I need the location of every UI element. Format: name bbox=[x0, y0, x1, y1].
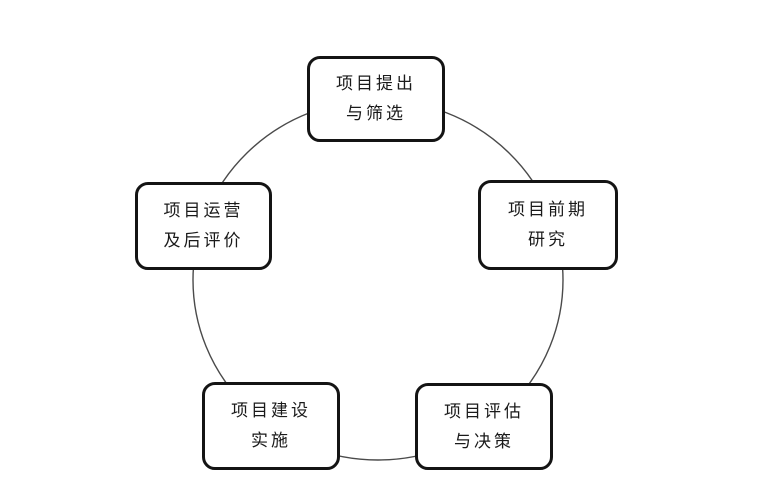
node-label-line2: 与筛选 bbox=[346, 104, 406, 124]
node-project-construction-implementation: 项目建设 实施 bbox=[202, 382, 340, 470]
node-label-line1: 项目前期 bbox=[508, 200, 588, 220]
node-label-line2: 实施 bbox=[251, 431, 291, 451]
node-project-evaluation-decision: 项目评估 与决策 bbox=[415, 383, 553, 470]
node-label-line1: 项目提出 bbox=[336, 74, 416, 94]
node-label-line1: 项目评估 bbox=[444, 401, 524, 422]
node-project-operation-post-evaluation: 项目运营 及后评价 bbox=[135, 182, 272, 270]
node-project-preliminary-research: 项目前期 研究 bbox=[478, 180, 618, 270]
node-project-proposal-screening: 项目提出 与筛选 bbox=[307, 56, 445, 142]
node-label-line2: 与决策 bbox=[454, 431, 514, 452]
node-label-line2: 研究 bbox=[528, 230, 568, 250]
node-label-line1: 项目运营 bbox=[163, 201, 244, 221]
node-label-line1: 项目建设 bbox=[231, 401, 311, 421]
node-label-line2: 及后评价 bbox=[163, 231, 244, 251]
